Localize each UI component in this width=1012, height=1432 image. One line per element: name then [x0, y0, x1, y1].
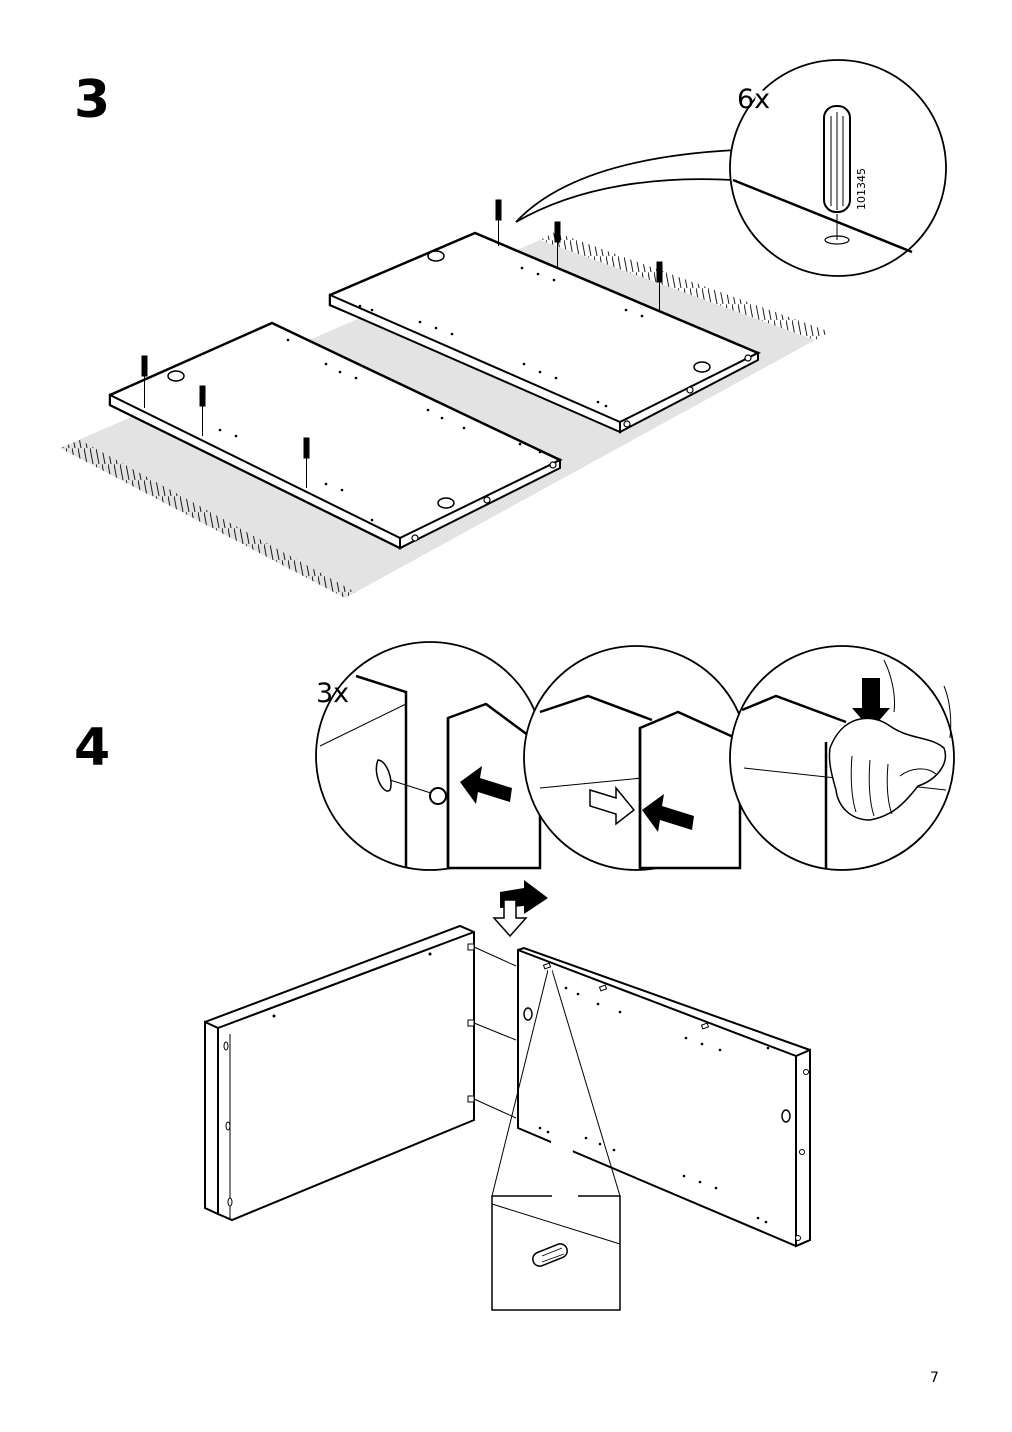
part-code: 101345: [855, 168, 868, 210]
page-number: 7: [930, 1370, 939, 1386]
detail-box: [491, 1194, 621, 1311]
side-panel-left: [203, 924, 517, 1222]
step-4-quantity: 3x: [316, 678, 350, 709]
dowel-icon: [823, 105, 851, 245]
callout-dowel: [515, 59, 947, 277]
callout-circle-2: [523, 645, 749, 871]
side-panel-right: [491, 946, 811, 1248]
panel-right: [328, 231, 761, 434]
direction-arrows: [492, 880, 548, 938]
panel-left: [108, 321, 563, 550]
step-4-number: 4: [74, 718, 111, 778]
hand-icon: [828, 659, 952, 821]
callout-circle-3: [729, 645, 955, 871]
dowel-detail-icon: [532, 1243, 568, 1267]
step-3-quantity: 6x: [737, 84, 771, 115]
callout-circle-1: [315, 641, 545, 871]
dowels-step3: [141, 199, 663, 488]
step-3-number: 3: [74, 70, 111, 130]
